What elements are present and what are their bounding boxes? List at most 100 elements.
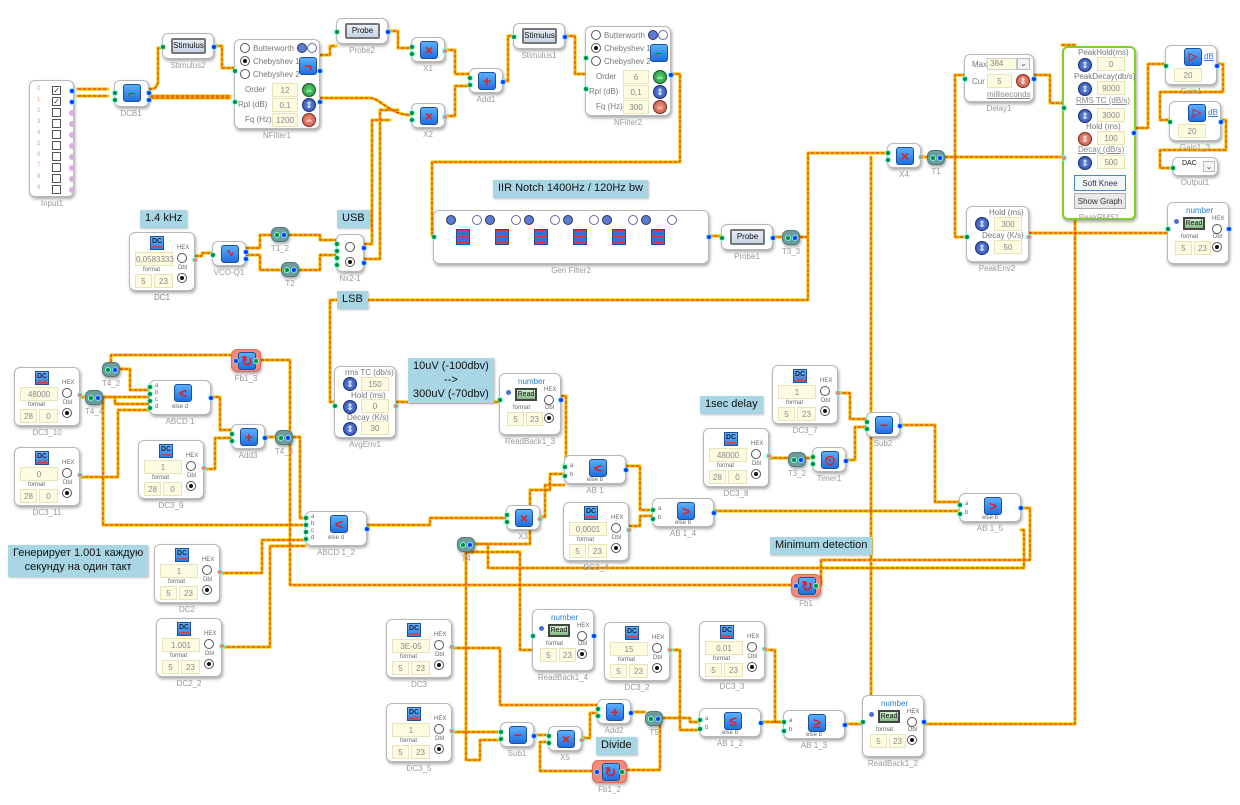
- input-port[interactable]: [147, 391, 153, 397]
- hex-radio[interactable]: [820, 386, 830, 396]
- output-port[interactable]: [1131, 130, 1137, 136]
- output-port[interactable]: [253, 358, 259, 364]
- output-port[interactable]: [69, 176, 75, 182]
- hex-radio[interactable]: [652, 643, 662, 653]
- x2-block[interactable]: ×: [409, 103, 448, 128]
- stimulus-button[interactable]: Stimulus: [522, 28, 557, 44]
- read-button[interactable]: Read: [548, 624, 570, 637]
- value-field[interactable]: 0.01: [705, 641, 743, 655]
- filter-stage-icon[interactable]: [456, 229, 470, 245]
- output-port[interactable]: [921, 719, 927, 725]
- input-port[interactable]: [409, 110, 415, 116]
- sine-icon[interactable]: [550, 215, 560, 225]
- output-port[interactable]: [591, 633, 597, 639]
- output-port[interactable]: [1026, 234, 1032, 240]
- power-icon[interactable]: [446, 215, 456, 225]
- rms-tc-knob-icon[interactable]: ⇕: [1078, 109, 1092, 123]
- output-port[interactable]: [628, 710, 634, 716]
- decay-field[interactable]: 50: [994, 240, 1022, 254]
- input-port[interactable]: [697, 726, 703, 732]
- input-port[interactable]: [1167, 119, 1173, 125]
- output-port[interactable]: [69, 132, 75, 138]
- fq-knob-icon[interactable]: ⇔: [302, 113, 316, 127]
- max-select[interactable]: 384: [987, 58, 1017, 70]
- chevron-down-icon[interactable]: ⌄: [1017, 58, 1030, 70]
- add1-block[interactable]: +: [467, 68, 506, 93]
- output-port[interactable]: [243, 249, 249, 255]
- output-port[interactable]: [1031, 76, 1037, 82]
- input-port[interactable]: [1165, 226, 1171, 232]
- dbl-radio[interactable]: [434, 744, 444, 754]
- output-port[interactable]: [770, 235, 776, 241]
- sine-icon[interactable]: [472, 215, 482, 225]
- fq-knob-icon[interactable]: ⇔: [653, 100, 667, 114]
- format-field-2[interactable]: 23: [411, 661, 430, 675]
- order-knob-icon[interactable]: ⇔: [653, 70, 667, 84]
- power-icon[interactable]: [641, 215, 651, 225]
- value-field[interactable]: 1.001: [162, 638, 200, 652]
- input-port[interactable]: [303, 536, 309, 542]
- t5-node[interactable]: [645, 711, 663, 726]
- output-port[interactable]: [69, 143, 75, 149]
- input-port[interactable]: [467, 82, 473, 88]
- format-field-1[interactable]: 5: [870, 734, 887, 748]
- channel-checkbox[interactable]: [52, 130, 61, 139]
- input-port[interactable]: [595, 713, 601, 719]
- format-field-1[interactable]: 5: [1175, 241, 1192, 255]
- input-port[interactable]: [957, 511, 963, 517]
- output-port[interactable]: [219, 643, 225, 649]
- filter-type-radio[interactable]: [591, 30, 601, 40]
- hex-radio[interactable]: [62, 388, 72, 398]
- input-port[interactable]: [334, 29, 340, 35]
- format-field-1[interactable]: 5: [569, 544, 586, 558]
- dbl-radio[interactable]: [577, 649, 587, 659]
- input-port[interactable]: [781, 719, 787, 725]
- sine-icon[interactable]: [511, 215, 521, 225]
- x5-block[interactable]: ×: [546, 726, 585, 751]
- avgenv1-block[interactable]: rms TC (db/s) ⇕ 150 Hold (ms) ⇕ 0 Decay …: [332, 366, 399, 438]
- peak-hold-knob-icon[interactable]: ⇕: [1078, 58, 1092, 72]
- hold-knob-icon[interactable]: ⇕: [343, 400, 357, 414]
- x3-block[interactable]: ×: [504, 505, 543, 530]
- filter-type-radio[interactable]: [591, 56, 601, 66]
- usb-radio[interactable]: [345, 242, 355, 252]
- format-field-1[interactable]: 5: [162, 660, 179, 674]
- probe-button[interactable]: Probe: [730, 229, 765, 245]
- output-port[interactable]: [1018, 505, 1024, 511]
- filter-type-radio[interactable]: [240, 69, 250, 79]
- t1-2-node[interactable]: [271, 227, 289, 242]
- value-field[interactable]: 1: [392, 723, 430, 737]
- dbl-radio[interactable]: [177, 273, 187, 283]
- output-port[interactable]: [562, 34, 568, 40]
- input-port[interactable]: [504, 519, 510, 525]
- input-port[interactable]: [583, 86, 589, 92]
- output-port[interactable]: [201, 465, 207, 471]
- format-field-1[interactable]: 5: [135, 274, 152, 288]
- power-icon[interactable]: [297, 43, 307, 53]
- input-port[interactable]: [233, 358, 239, 364]
- cur-knob-icon[interactable]: ⇕: [1016, 74, 1030, 88]
- decay-knob-icon[interactable]: ⇕: [975, 241, 989, 255]
- t3-2-node[interactable]: [788, 452, 806, 467]
- read-button[interactable]: Read: [878, 710, 900, 723]
- output-port[interactable]: [192, 257, 198, 263]
- dbl-radio[interactable]: [1212, 242, 1222, 252]
- output-port[interactable]: [667, 647, 673, 653]
- filter-type-radio[interactable]: [240, 56, 250, 66]
- format-field-2[interactable]: 23: [629, 664, 648, 678]
- format-field-2[interactable]: 23: [797, 407, 816, 421]
- output-port[interactable]: [842, 722, 848, 728]
- peakenv2-block[interactable]: Hold (ms) ⇕ 300 Decay (K/s) ⇕ 50: [964, 206, 1032, 262]
- output-port[interactable]: [1218, 119, 1224, 125]
- input-port[interactable]: [860, 719, 866, 725]
- format-field-1[interactable]: 28: [709, 470, 726, 484]
- format-field-2[interactable]: 23: [179, 586, 198, 600]
